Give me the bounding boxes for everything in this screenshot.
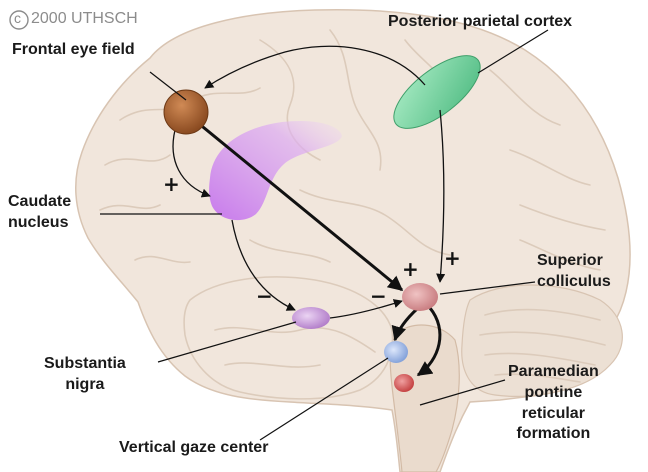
label-caudate-nucleus: Caudate nucleus — [8, 192, 71, 234]
copyright-text: 2000 UTHSCH — [31, 10, 138, 27]
leader-lines — [100, 29, 549, 441]
arrow-fef-to-caudate — [172, 129, 211, 198]
sc-outputs — [391, 306, 442, 377]
sign-fef-to-sc: + — [402, 257, 419, 281]
label-vertical-gaze-center: Vertical gaze center — [119, 439, 269, 456]
sign-snr-to-sc: − — [370, 284, 387, 308]
arrow-caudate-to-snr — [231, 219, 296, 311]
sign-fef-to-caudate: + — [163, 172, 180, 196]
label-sc-line1: Superior — [537, 252, 603, 269]
connections — [172, 45, 446, 319]
vertical-gaze-center-shape — [384, 341, 408, 363]
label-superior-colliculus: Superior colliculus — [537, 251, 611, 293]
label-snr-line1: Substantia — [44, 355, 126, 372]
substantia-nigra-shape — [292, 307, 330, 329]
arrow-fef-to-sc — [191, 116, 404, 292]
leader-fef — [149, 71, 187, 101]
sign-caudate-to-snr: − — [256, 284, 273, 308]
posterior-parietal-cortex-shape — [393, 55, 481, 129]
leader-pprf — [419, 379, 506, 406]
pprf-shape — [394, 374, 414, 392]
sign-ppc-to-sc: + — [444, 246, 461, 270]
leader-vgc — [259, 357, 389, 441]
label-pprf: Paramedian pontine reticular formation — [508, 362, 599, 445]
arrow-snr-to-sc — [329, 299, 403, 319]
label-pprf-line4: formation — [516, 425, 591, 443]
nuclei — [163, 89, 438, 392]
leader-ppc — [477, 29, 549, 74]
arrow-ppc-to-sc — [436, 109, 446, 283]
brain-silhouette — [75, 8, 631, 472]
copyright-circle — [9, 10, 29, 30]
leader-sc — [439, 281, 536, 295]
caudate-nucleus-shape — [209, 120, 342, 221]
arrow-ppc-to-fef — [204, 45, 426, 89]
label-snr-line2: nigra — [65, 375, 105, 393]
label-caudate-line1: Caudate — [8, 193, 72, 210]
label-pprf-line2: pontine — [524, 383, 583, 401]
arrow-sc-to-pprf — [416, 307, 442, 377]
label-posterior-parietal-cortex: Posterior parietal cortex — [388, 13, 573, 30]
label-caudate-line2: nucleus — [8, 213, 69, 231]
label-sc-line2: colliculus — [537, 272, 611, 290]
label-frontal-eye-field: Frontal eye field — [12, 41, 135, 58]
leader-snr — [157, 321, 297, 363]
superior-colliculus-shape — [402, 283, 438, 311]
label-pprf-line3: reticular — [521, 404, 585, 422]
label-substantia-nigra: Substantia nigra — [44, 354, 126, 396]
copyright-symbol: c — [14, 10, 21, 26]
arrow-sc-to-vgc — [391, 306, 420, 342]
label-pprf-line1: Paramedian — [508, 363, 599, 380]
frontal-eye-field-shape — [163, 89, 209, 135]
